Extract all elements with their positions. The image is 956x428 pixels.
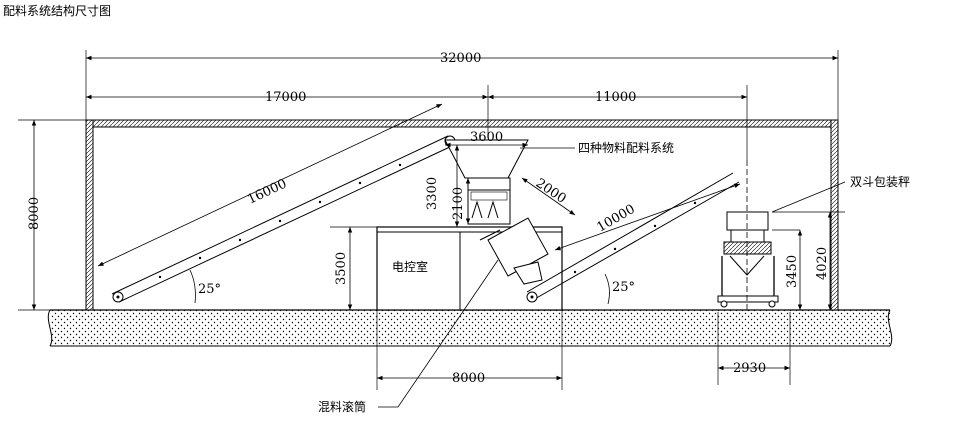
ground [47,309,893,347]
batching-hopper [444,139,529,225]
dim-scale-width: 2930 [733,361,766,376]
mixing-drum [479,217,549,285]
dim-right-conveyor: 10000 [595,202,638,236]
leader-lines [378,147,846,408]
dim-control-room-width: 8000 [452,371,485,386]
building [85,119,839,311]
dim-left-span: 17000 [265,90,306,105]
dim-right-span: 11000 [595,90,636,105]
diagram-title: 配料系统结构尺寸图 [3,4,112,18]
dim-building-height: 8000 [27,197,42,230]
dim-total-length: 32000 [440,51,481,66]
double-bucket-scale [717,160,779,310]
dim-angle-right: 25° [612,280,635,295]
dim-control-room-height: 3500 [334,252,349,285]
label-batching-system: 四种物料配料系统 [578,141,674,155]
label-mixing-drum: 混料滚筒 [318,399,366,414]
dim-left-conveyor: 16000 [245,177,289,208]
dim-hopper-width: 3600 [470,130,503,145]
dim-angle-left: 25° [198,282,221,297]
dim-drum: 2000 [533,176,569,207]
dimension-lines [31,55,838,381]
dim-hopper-height: 3300 [425,177,440,210]
component-labels: 四种物料配料系统 双斗包装秤 混料滚筒 [318,141,910,414]
dim-scale-height-1: 3450 [785,255,800,288]
label-double-bucket-scale: 双斗包装秤 [850,175,910,189]
dim-scale-height-2: 4020 [815,247,830,280]
control-room-label: 电控室 [392,259,428,274]
dim-hopper-lower: 2100 [451,187,466,220]
extension-lines [18,50,845,390]
